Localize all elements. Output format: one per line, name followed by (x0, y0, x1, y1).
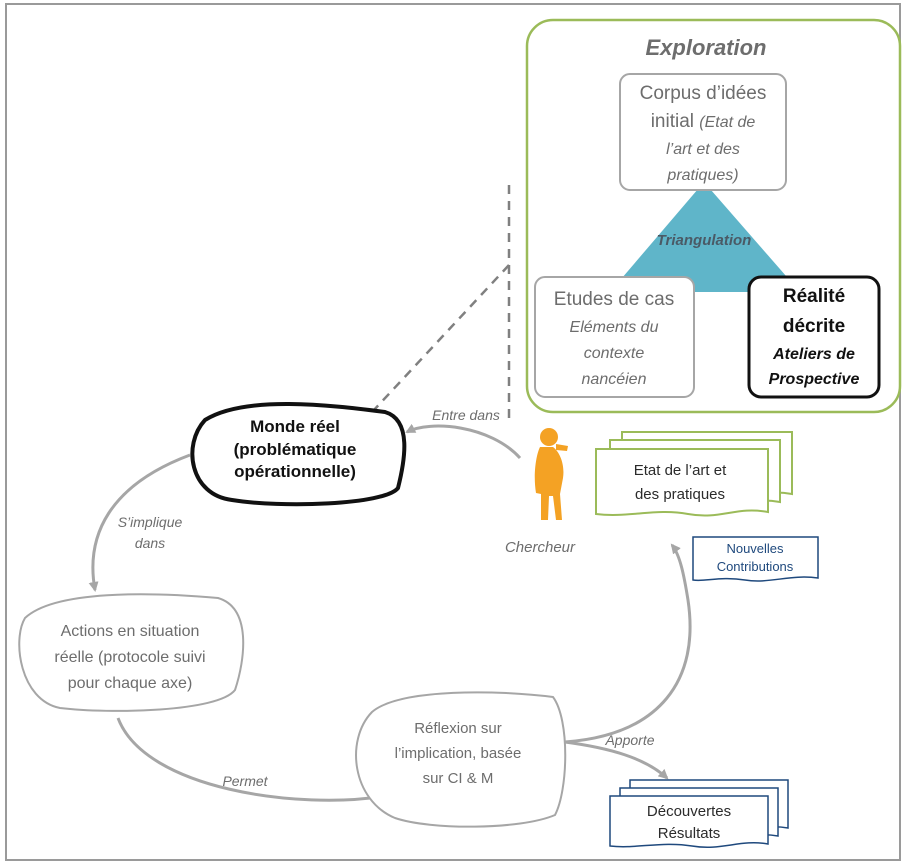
corpus-line3: l’art et des (666, 141, 740, 158)
realite-line4: Prospective (769, 371, 860, 388)
etudes-line2: Eléments du (570, 319, 659, 336)
reflexion-line1: Réflexion sur (414, 720, 502, 737)
page-frame (5, 3, 901, 861)
etudes-line3: contexte (584, 345, 645, 362)
actions-line2: réelle (protocole suivi (54, 649, 205, 666)
etudes-line4: nancéien (582, 371, 647, 388)
label-simplique-2: dans (135, 535, 165, 551)
arrow-apporte (564, 740, 669, 780)
arrow-to-chercheur (564, 543, 692, 744)
realite-line2: décrite (783, 316, 845, 337)
etudes-line1: Etudes de cas (554, 289, 674, 310)
corpus-line4: pratiques) (666, 167, 738, 184)
dashed-diagonal-line (359, 264, 510, 426)
monde-line3: opérationnelle) (234, 462, 356, 481)
corpus-line2a: initial (651, 111, 694, 132)
monde-line1: Monde réel (250, 417, 340, 436)
actions-line3: pour chaque axe) (68, 675, 193, 692)
arrow-entre-dans (405, 423, 522, 460)
reflexion-line3: sur CI & M (423, 770, 494, 787)
corpus-box (619, 73, 787, 191)
decouvertes-line2: Résultats (658, 825, 721, 842)
monde-reel-shape (190, 402, 407, 507)
decouvertes-line1: Découvertes (647, 803, 731, 820)
actions-shape (18, 593, 245, 712)
realite-box (747, 275, 881, 399)
chercheur-figure (534, 428, 568, 520)
realite-line1: Réalité (783, 286, 845, 307)
triangulation-triangle (610, 182, 800, 292)
etat-document-stack (595, 431, 793, 517)
reflexion-shape (355, 691, 567, 828)
corpus-line2b: (Etat de (699, 114, 755, 131)
etat-line1: Etat de l’art et (634, 462, 727, 479)
etudes-box (534, 276, 695, 398)
arrow-simplique (88, 453, 191, 592)
exploration-title: Exploration (645, 35, 766, 60)
label-apporte: Apporte (604, 732, 654, 748)
label-simplique-1: S’implique (118, 514, 183, 530)
nouvelles-line1: Nouvelles (726, 541, 784, 556)
label-entre-dans: Entre dans (432, 407, 500, 423)
nouvelles-document (692, 536, 819, 582)
chercheur-label: Chercheur (505, 539, 576, 556)
arrow-permet (116, 717, 387, 803)
reflexion-line2: l’implication, basée (395, 745, 522, 762)
label-permet: Permet (222, 773, 268, 789)
corpus-line1: Corpus d’idées (640, 83, 767, 104)
realite-line3: Ateliers de (772, 346, 855, 363)
monde-line2: (problématique (234, 440, 357, 459)
corpus-line2: initial (Etat de (651, 111, 756, 132)
triangulation-label: Triangulation (657, 232, 752, 249)
actions-line1: Actions en situation (61, 623, 200, 640)
nouvelles-line2: Contributions (717, 559, 794, 574)
decouvertes-document-stack (609, 779, 789, 848)
etat-line2: des pratiques (635, 486, 725, 503)
